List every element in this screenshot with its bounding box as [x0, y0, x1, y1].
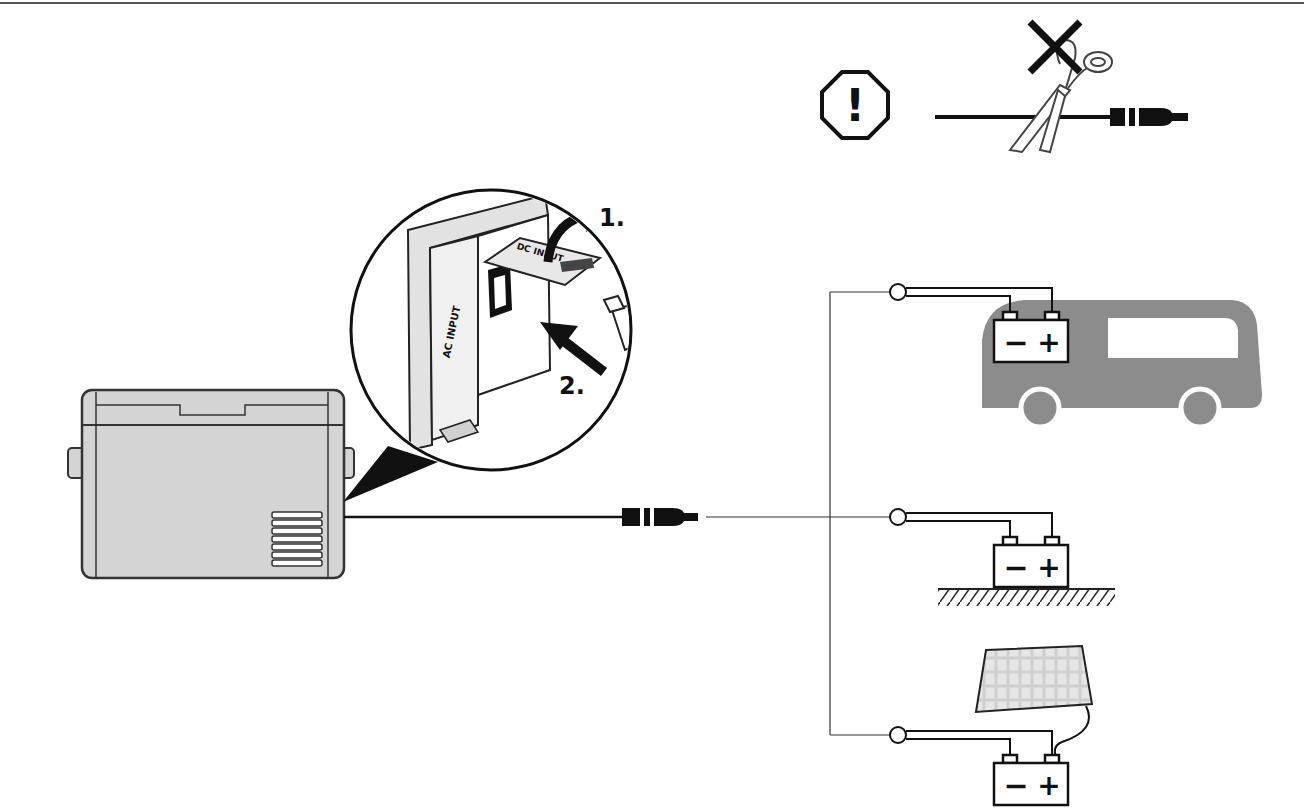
- battery-symbol: [994, 312, 1068, 805]
- terminal-sign: +: [1037, 772, 1060, 800]
- warning-icon: [822, 72, 888, 138]
- terminal-sign: +: [1037, 329, 1060, 357]
- ground-hatching: [938, 589, 1115, 606]
- terminal-sign: −: [1003, 553, 1028, 583]
- dc-input-detail: [351, 190, 700, 470]
- step-number: 1.: [599, 206, 625, 230]
- terminal-sign: +: [1037, 554, 1060, 582]
- power-cable: [344, 292, 890, 735]
- warning-mark: !: [845, 84, 865, 128]
- top-rule: [0, 2, 1304, 4]
- do-not-cut-symbol: [935, 22, 1188, 152]
- step-number: 2.: [559, 374, 585, 398]
- solar-panel: [976, 646, 1092, 712]
- cooler-box: [68, 390, 354, 578]
- terminal-sign: −: [1003, 771, 1028, 801]
- terminal-sign: −: [1003, 328, 1028, 358]
- van-silhouette: [982, 300, 1262, 427]
